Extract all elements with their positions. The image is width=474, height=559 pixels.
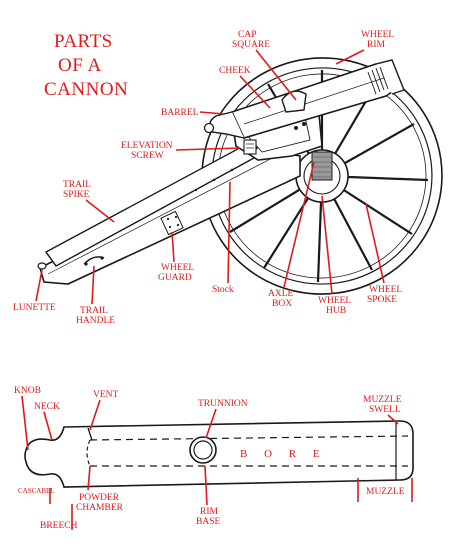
barrel-part-labels: KNOB NECK VENT TRUNNION MUZZLE SWELL B O…	[14, 386, 413, 531]
label-barrel: BARREL	[161, 108, 199, 118]
label-wheel-hub-line2: HUB	[326, 306, 346, 316]
title-line-2: OF A	[58, 55, 102, 76]
pointer-trail-handle	[91, 265, 95, 305]
label-rim-base-line1: RIM	[200, 507, 219, 517]
pointer-axle-box	[283, 161, 315, 288]
title-line-3: CANNON	[44, 79, 128, 100]
pointer-stock	[227, 181, 231, 284]
label-stock: Stock	[212, 285, 234, 295]
label-axle-box-line1: AXLE	[268, 289, 294, 299]
label-cheek: CHEEK	[219, 66, 251, 76]
label-knob: KNOB	[14, 386, 41, 396]
label-powder-chamber-line2: CHAMBER	[76, 503, 124, 513]
title-line-1: PARTS	[54, 31, 113, 52]
label-trail-spike-line1: TRAIL	[63, 180, 91, 190]
pointer-wheel-spoke	[365, 203, 385, 284]
pointer-vent	[89, 399, 101, 431]
label-muzzle-swell-line2: SWELL	[369, 405, 401, 415]
label-elevation-screw-line2: SCREW	[131, 151, 164, 161]
label-cap-square-line2: SQUARE	[232, 40, 270, 50]
label-wheel-rim-line2: RIM	[367, 40, 386, 50]
label-wheel-guard-line2: GUARD	[158, 273, 192, 283]
label-wheel-spoke-line2: SPOKE	[367, 295, 397, 305]
label-trail-spike-line2: SPIKE	[63, 190, 90, 200]
label-trail-handle-line1: TRAIL	[80, 306, 108, 316]
label-cascabel: CASCABEL	[18, 487, 55, 495]
label-wheel-hub-line1: WHEEL	[318, 296, 351, 306]
label-rim-base-line2: BASE	[196, 517, 220, 527]
label-wheel-spoke-line1: WHEEL	[369, 285, 402, 295]
label-powder-chamber-line1: POWDER	[79, 493, 120, 503]
pointer-wheel-rim	[335, 49, 365, 65]
barrel-outline	[24, 420, 414, 488]
barrel-cross-section	[24, 420, 414, 488]
pointer-trunnion	[205, 408, 217, 439]
label-elevation-screw-line1: ELEVATION	[121, 141, 173, 151]
pointer-muzzle-swell	[387, 414, 399, 425]
pointer-wheel-hub	[321, 195, 333, 295]
title: PARTS OF A CANNON	[44, 31, 128, 100]
label-wheel-guard-line1: WHEEL	[161, 263, 194, 273]
label-muzzle: MUZZLE	[366, 487, 405, 497]
barrel-drawing	[203, 59, 405, 155]
pointer-rim-base	[204, 465, 208, 506]
pointer-neck	[43, 411, 53, 441]
pointer-trail-spike	[85, 199, 115, 223]
cannon-part-labels: CAP SQUARE WHEEL RIM CHEEK BARREL ELEVAT…	[13, 30, 402, 326]
label-trail-handle-line2: HANDLE	[76, 316, 115, 326]
label-neck: NECK	[34, 402, 60, 412]
cannon-carriage-drawing	[37, 57, 443, 295]
label-cap-square-line1: CAP	[238, 30, 256, 40]
pointer-knob	[21, 395, 29, 451]
pointer-elevation-screw	[175, 147, 241, 151]
label-wheel-rim-line1: WHEEL	[361, 30, 394, 40]
label-breech: BREECH	[40, 521, 78, 531]
label-bore: B O R E	[240, 448, 327, 460]
label-axle-box-line2: BOX	[272, 299, 292, 309]
label-trunnion: TRUNNION	[198, 399, 248, 409]
label-vent: VENT	[93, 390, 119, 400]
pointer-lunette	[35, 269, 43, 302]
label-muzzle-swell-line1: MUZZLE	[363, 395, 402, 405]
pointer-barrel	[199, 111, 225, 115]
label-lunette: LUNETTE	[13, 303, 56, 313]
pointer-powder-chamber	[87, 465, 91, 491]
pointer-wheel-guard	[171, 231, 175, 263]
pointer-cheek	[239, 75, 271, 109]
pointer-cap-square	[255, 49, 297, 101]
